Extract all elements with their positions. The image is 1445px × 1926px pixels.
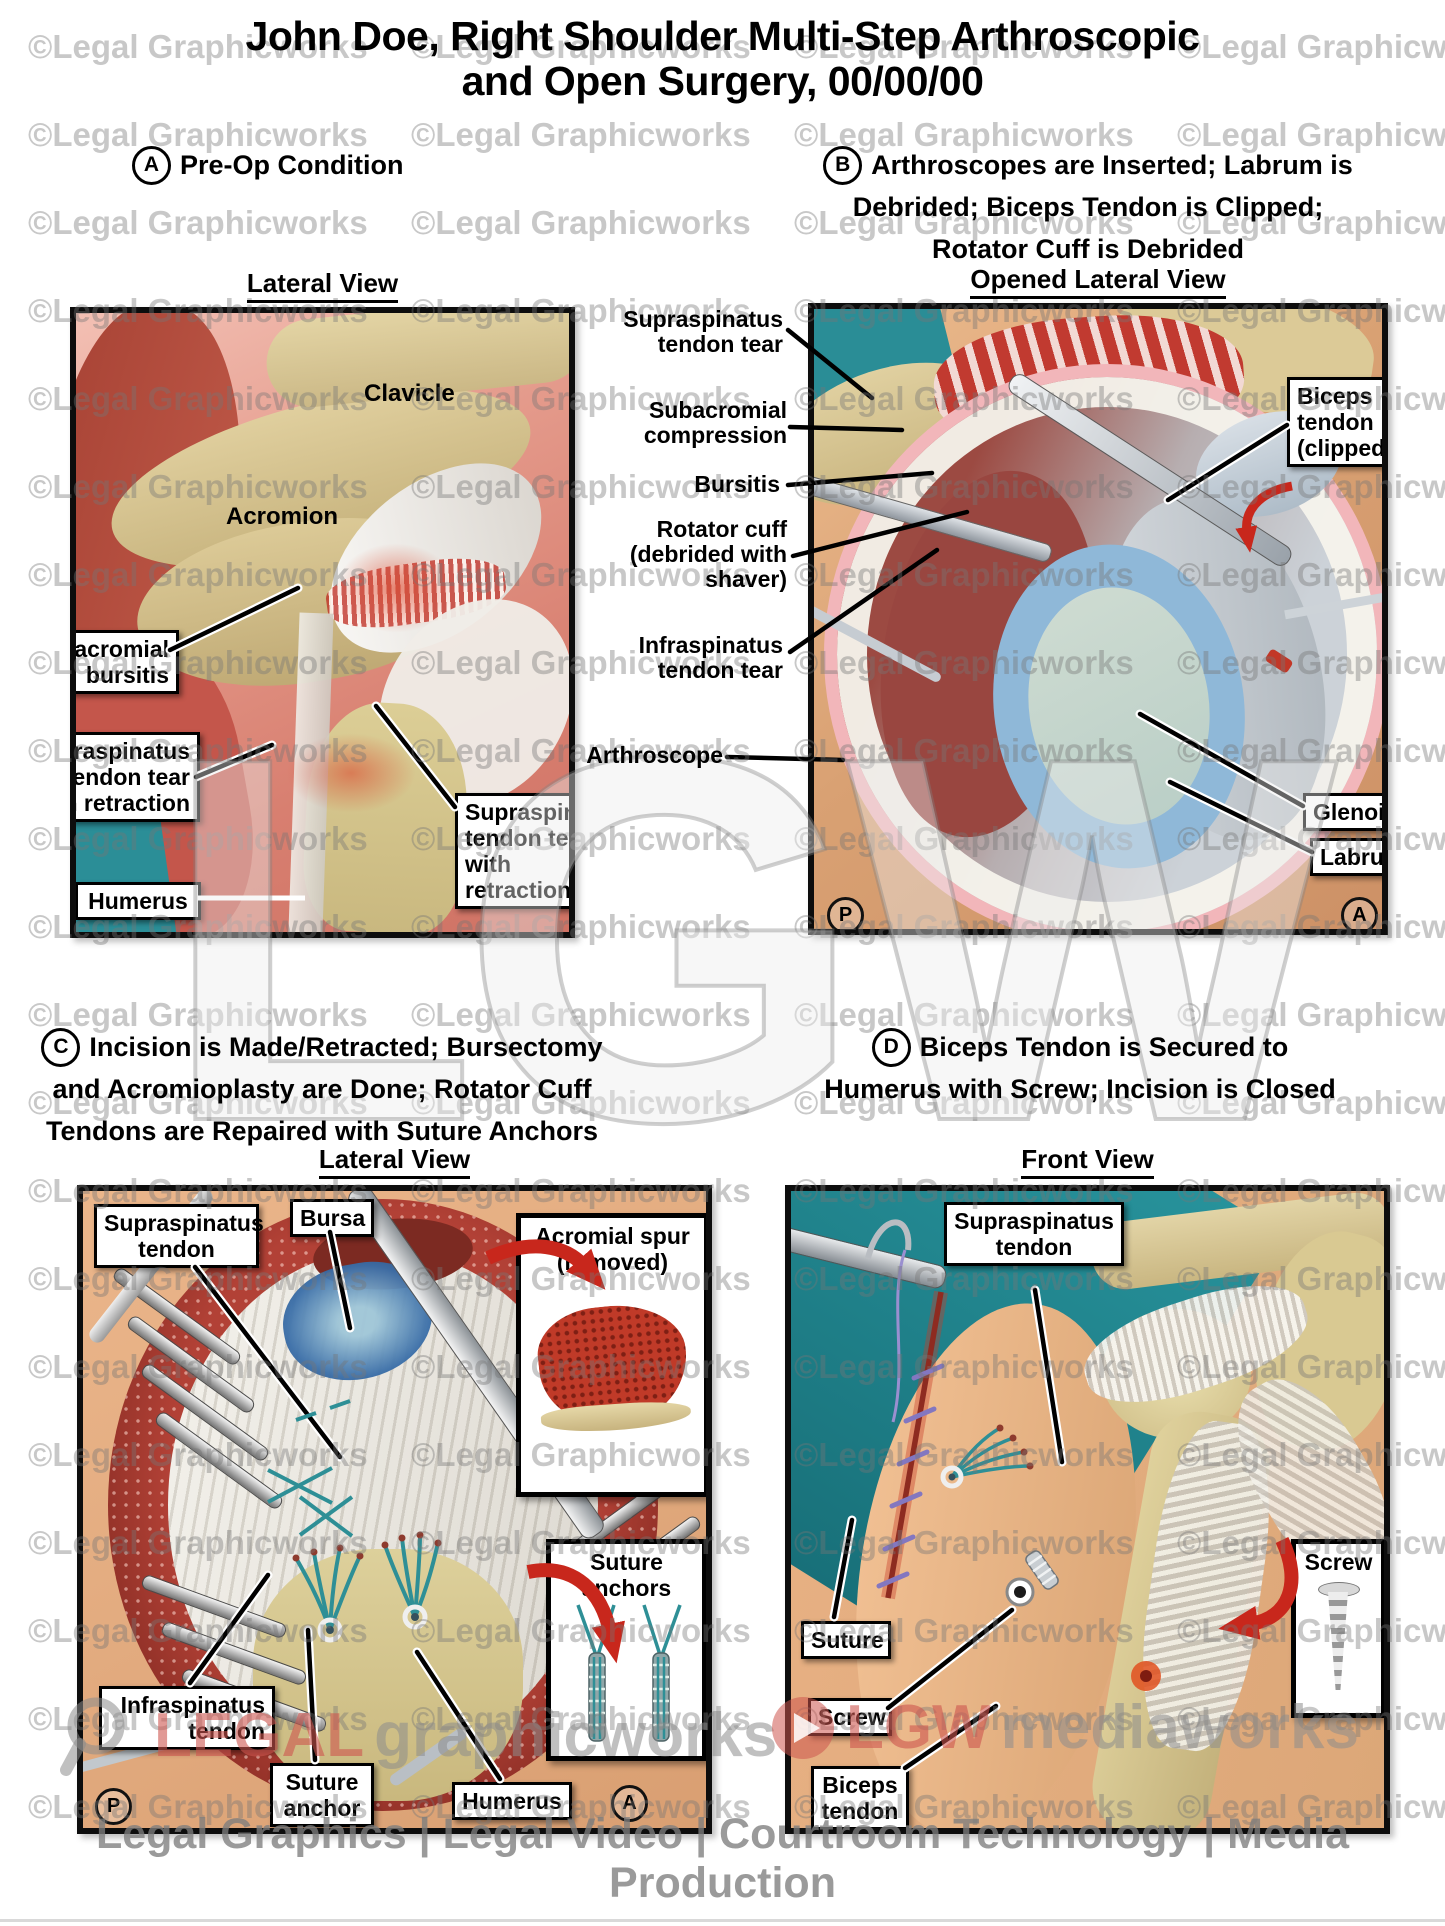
panel-c-view-label: Lateral View — [77, 1144, 712, 1179]
label-supraspinatus-tear: Supraspinatus tendon tear with retractio… — [455, 793, 569, 909]
label-labrum: Labrum — [1310, 838, 1382, 876]
inflammation-spot-lower — [286, 733, 416, 813]
label-biceps-tendon: Biceps tendon — [811, 1766, 909, 1828]
section-a-heading: A Pre-Op Condition — [132, 144, 403, 186]
section-c-heading-line1: Incision is Made/Retracted; Bursectomy — [89, 1032, 603, 1062]
label-supraspinatus-tendon-tear: Supraspinatus tendon tear — [623, 306, 783, 357]
screw-shaft-art — [1328, 1592, 1348, 1690]
orientation-posterior-badge: P — [827, 897, 864, 929]
panel-c-open-repair-illustration: Acromial spur (removed) Suture anchors — [77, 1185, 712, 1834]
page-title-line1: John Doe, Right Shoulder Multi-Step Arth… — [245, 13, 1200, 59]
page-title-line2: and Open Surgery, 00/00/00 — [461, 58, 984, 104]
label-biceps-clipped: Biceps tendon (clipped) — [1287, 377, 1382, 467]
section-d-heading: D Biceps Tendon is Secured to Humerus wi… — [760, 1026, 1400, 1110]
label-suture-anchor: Suture anchor — [270, 1763, 374, 1827]
label-clavicle: Clavicle — [364, 380, 455, 407]
panel-b-arthroscopy-illustration: Biceps tendon (clipped) Glenoid Labrum P… — [808, 303, 1388, 935]
section-d-letter-badge: D — [871, 1027, 911, 1067]
section-c-heading-line3: Tendons are Repaired with Suture Anchors — [45, 1116, 599, 1146]
label-suture-anchors: Suture anchors — [581, 1549, 672, 1601]
panel-b-view-label: Opened Lateral View — [808, 264, 1388, 299]
inflammation-spot-upper — [336, 543, 456, 633]
screw-inset: Screw — [1291, 1539, 1384, 1718]
watermark-tile: ©Legal Graphicworks — [411, 116, 751, 153]
label-humerus: Humerus — [76, 882, 201, 920]
section-b-heading-line2: Debrided; Biceps Tendon is Clipped; — [852, 192, 1324, 222]
label-arthroscope: Arthroscope — [586, 742, 723, 768]
section-a-letter-badge: A — [132, 145, 171, 185]
orientation-anterior-badge: A — [611, 1785, 648, 1822]
section-b-heading-line1: Arthroscopes are Inserted; Labrum is — [871, 150, 1353, 180]
label-supraspinatus-tendon-d: Supraspinatus tendon — [944, 1202, 1124, 1266]
page-bottom-rule — [0, 1919, 1445, 1922]
watermark-tile: ©Legal Graphicworks — [28, 204, 368, 241]
orientation-anterior-badge: A — [1341, 897, 1378, 929]
label-subacromial-compression: Subacromial compression — [643, 397, 787, 448]
page-title: John Doe, Right Shoulder Multi-Step Arth… — [0, 14, 1445, 104]
label-glenoid: Glenoid — [1303, 793, 1382, 831]
section-d-heading-line2: Humerus with Screw; Incision is Closed — [824, 1074, 1336, 1104]
label-acromion: Acromion — [226, 503, 339, 530]
label-rotator-cuff-debrided: Rotator cuff (debrided with shaver) — [629, 516, 787, 592]
panel-a-view-label: Lateral View — [70, 268, 575, 303]
label-screw: Screw — [808, 1698, 892, 1736]
watermark-tile: ©Legal Graphicworks — [411, 204, 751, 241]
section-c-letter-badge: C — [41, 1027, 81, 1067]
label-infraspinatus-tendon: Infraspinatus tendon — [99, 1686, 275, 1750]
panel-d-closure-illustration: Screw Supraspinatus tendon Suture Screw … — [785, 1185, 1390, 1834]
label-bursa: Bursa — [290, 1199, 374, 1237]
label-screw-inset: Screw — [1304, 1549, 1373, 1575]
section-b-heading-line3: Rotator Cuff is Debrided — [931, 234, 1244, 264]
label-acromial-spur: Acromial spur (removed) — [535, 1223, 690, 1275]
section-b-heading: B Arthroscopes are Inserted; Labrum is D… — [782, 144, 1394, 270]
label-infraspinatus-tear: Infraspinatus tendon tear with retractio… — [76, 732, 200, 822]
section-a-heading-text: Pre-Op Condition — [180, 150, 404, 180]
acromial-spur-inset: Acromial spur (removed) — [516, 1213, 706, 1497]
panel-a-preop-illustration: Clavicle Acromion Subacromial bursitis I… — [70, 307, 575, 938]
label-subacromial-bursitis: Subacromial bursitis — [76, 630, 179, 694]
suture-anchor-art — [576, 1604, 682, 1742]
suture-anchors-inset: Suture anchors — [546, 1539, 706, 1761]
section-b-letter-badge: B — [823, 145, 863, 185]
label-suture: Suture — [801, 1621, 891, 1659]
section-c-heading: C Incision is Made/Retracted; Bursectomy… — [22, 1026, 622, 1152]
label-humerus-c: Humerus — [452, 1782, 572, 1820]
label-bursitis: Bursitis — [694, 471, 780, 497]
label-infraspinatus-tendon-tear: Infraspinatus tendon tear — [638, 632, 783, 683]
label-supraspinatus-tendon: Supraspinatus tendon — [94, 1204, 264, 1268]
panel-d-view-label: Front View — [785, 1144, 1390, 1179]
orientation-posterior-badge: P — [95, 1788, 132, 1825]
section-d-heading-line1: Biceps Tendon is Secured to — [919, 1032, 1289, 1062]
section-c-heading-line2: and Acromioplasty are Done; Rotator Cuff — [52, 1074, 592, 1104]
